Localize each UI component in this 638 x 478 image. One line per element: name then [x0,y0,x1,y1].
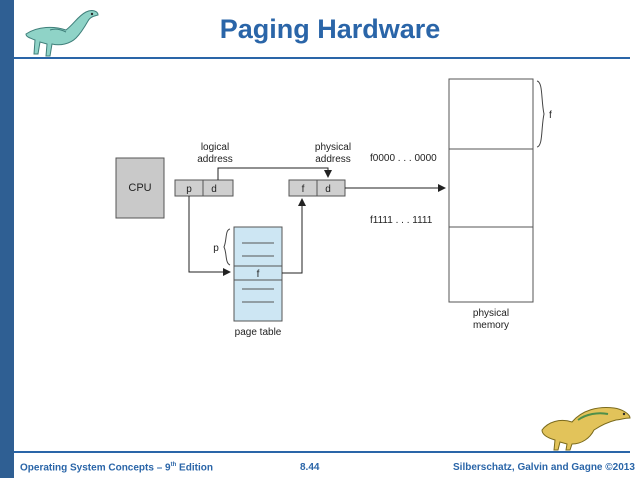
page-table-f-label: f [257,269,260,280]
physical-memory-label-line-2: memory [473,320,509,331]
page-table-label: page table [235,327,282,338]
title-divider [14,57,630,59]
footer-copyright: Silberschatz, Galvin and Gagne ©2013 [453,462,635,473]
slide-title: Paging Hardware [219,14,441,44]
footer-book-title: Operating System Concepts – 9th Edition [20,462,213,473]
frame-brace-label: f [549,110,552,121]
page-table-p-label: p [213,243,219,254]
cpu-box [115,157,165,219]
physical-address-label-line-1: physical [315,142,351,153]
footer-edition-superscript: th [170,462,177,468]
page-number-arrow [188,196,231,276]
logical-d-label: d [211,184,217,195]
physical-offset-cell [316,179,346,197]
left-accent-bar [0,0,14,478]
logical-address-label-line-2: address [197,154,233,165]
footer-divider [14,451,630,453]
physical-memory-label-line-1: physical [473,308,509,319]
frame-end-address: f1111 . . . 1111 [370,215,433,226]
frame-number-arrow [282,198,306,274]
footer-slide-number: 8.44 [300,462,320,473]
physical-f-label: f [302,184,305,195]
footer-book-title-text: Operating System Concepts – 9 [20,462,171,474]
dinosaur-icon [25,10,99,57]
physical-memory [448,78,534,303]
cpu-label: CPU [128,182,151,194]
logical-address-label-line-1: logical [201,142,229,153]
logical-p-label: p [186,184,192,195]
physical-d-label: d [325,184,331,195]
physical-address-label-line-2: address [315,154,351,165]
dinosaur-icon [541,407,631,451]
logical-offset-cell [202,179,234,197]
offset-copy-arrow [217,167,332,180]
frame-start-address: f0000 . . . 0000 [370,153,437,164]
footer-edition-text: Edition [176,462,213,474]
page-table-brace [223,228,231,266]
frame-brace [536,80,545,148]
